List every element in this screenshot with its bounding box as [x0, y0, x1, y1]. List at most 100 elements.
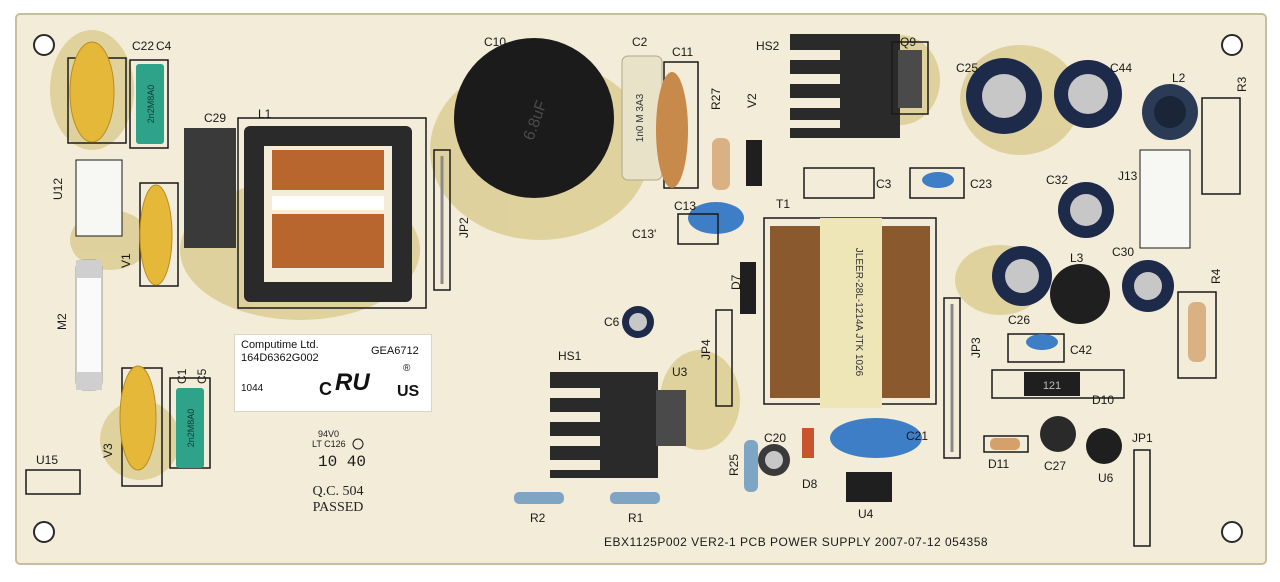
r4-resistor: [1188, 302, 1206, 362]
rating-marks: 94V0 LT C126 10 40: [312, 429, 366, 471]
r1-resistor: [610, 492, 660, 504]
label-l1: L1: [258, 107, 272, 121]
label-c44: C44: [1110, 61, 1132, 75]
l1-outline: [237, 117, 427, 309]
t1-marking: JLEER-28L-1214A JTK 1026: [853, 248, 864, 377]
sticker-code: GEA6712: [371, 345, 419, 357]
label-c1: C1: [175, 368, 189, 384]
c22-outline: [129, 59, 169, 149]
d11-outline: [983, 435, 1029, 453]
c10-capacitor: [454, 38, 614, 198]
c26-top: [1005, 259, 1039, 293]
footer-silkscreen: EBX1125P002 VER2-1 PCB POWER SUPPLY 2007…: [604, 535, 988, 549]
label-r25: R25: [727, 454, 741, 476]
label-v3: V3: [101, 443, 115, 458]
label-c10: C10: [484, 35, 506, 49]
label-sticker: Computime Ltd. 164D6362G002 GEA6712 1044…: [234, 334, 432, 412]
m2-fuse-cap-bottom: [76, 372, 102, 390]
label-c3: C3: [876, 177, 892, 191]
label-jp1: JP1: [1132, 431, 1153, 445]
sticker-part-number: 164D6362G002: [241, 352, 319, 364]
label-v2: V2: [745, 93, 759, 108]
c6-top: [629, 313, 647, 331]
ul-registered: ®: [403, 363, 411, 374]
c29-capacitor: [184, 128, 236, 248]
c21-capacitor: [830, 418, 922, 458]
sticker-company: Computime Ltd.: [241, 339, 319, 351]
label-c25: C25: [956, 61, 978, 75]
d11-diode: [990, 438, 1020, 450]
label-j13: J13: [1118, 169, 1138, 183]
designators: C22 C4 C29 L1 U12 V1 M2 C10 C2 C11 HS2 R…: [36, 35, 1249, 525]
l2-core: [1154, 96, 1186, 128]
c1-capacitor: [176, 388, 204, 468]
rating-circle-icon: [352, 438, 364, 450]
label-d10: D10: [1092, 393, 1114, 407]
label-u4: U4: [858, 507, 874, 521]
label-jp3: JP3: [969, 337, 983, 358]
label-l2: L2: [1172, 71, 1186, 85]
label-c4: C4: [156, 39, 172, 53]
label-u15: U15: [36, 453, 58, 467]
label-jp4: JP4: [699, 339, 713, 360]
v2-diode: [746, 140, 762, 186]
l1-winding: [272, 150, 384, 268]
c32-top: [1070, 194, 1102, 226]
c42-outline: [1007, 333, 1065, 363]
r25-resistor: [744, 440, 758, 492]
ul-right: US: [397, 383, 420, 400]
c1-marking: 2n2M8A0: [186, 409, 196, 448]
label-q9: Q9: [900, 35, 916, 49]
label-d7: D7: [729, 274, 743, 290]
c20-top: [765, 451, 783, 469]
r2-resistor: [514, 492, 564, 504]
jp1-jumper: [1133, 449, 1151, 547]
r4-outline: [1177, 291, 1217, 379]
label-c32: C32: [1046, 173, 1068, 187]
label-c11: C11: [672, 45, 693, 59]
label-u6: U6: [1098, 471, 1114, 485]
label-hs1: HS1: [558, 349, 582, 363]
label-c26: C26: [1008, 313, 1030, 327]
c42-capacitor: [1026, 334, 1058, 350]
ul-left: C: [319, 379, 332, 399]
ul-mark-icon: RU: [335, 369, 370, 396]
c22-marking: 2n2M8A0: [146, 85, 156, 124]
label-r2: R2: [530, 511, 546, 525]
rating-line1: 94V0: [318, 429, 339, 439]
label-t1: T1: [776, 197, 790, 211]
label-l3: L3: [1070, 251, 1084, 265]
label-r4: R4: [1209, 268, 1223, 284]
jp2-jumper: [433, 149, 451, 291]
label-c27: C27: [1044, 459, 1066, 473]
label-c23: C23: [970, 177, 992, 191]
r3-outline: [1201, 97, 1241, 195]
q9-outline: [891, 41, 929, 115]
label-c6: C6: [604, 315, 620, 329]
c3-outline: [803, 167, 875, 199]
d10-outline: [991, 369, 1125, 399]
c44-top: [1068, 74, 1108, 114]
d8-diode: [802, 428, 814, 458]
label-c22: C22: [132, 39, 154, 53]
jp3-jumper: [943, 297, 961, 459]
label-c21: C21: [906, 429, 928, 443]
c27-capacitor: [1040, 416, 1076, 452]
label-c42: C42: [1070, 343, 1092, 357]
sticker-lot: 1044: [241, 383, 264, 394]
r27-resistor: [712, 138, 730, 190]
label-d11: D11: [988, 457, 1009, 471]
label-r1: R1: [628, 511, 644, 525]
c11-capacitor: [656, 72, 688, 188]
label-u3: U3: [672, 365, 688, 379]
qc-line1: Q.C. 504: [312, 484, 364, 499]
label-c30: C30: [1112, 245, 1134, 259]
label-v1: V1: [119, 253, 133, 268]
label-c5: C5: [195, 368, 209, 384]
label-m2: M2: [55, 313, 69, 330]
label-c13-prime: C13': [632, 227, 656, 241]
c2-marking: 1n0 M 3A3: [635, 93, 646, 142]
c23-outline: [909, 167, 965, 199]
label-c20: C20: [764, 431, 786, 445]
